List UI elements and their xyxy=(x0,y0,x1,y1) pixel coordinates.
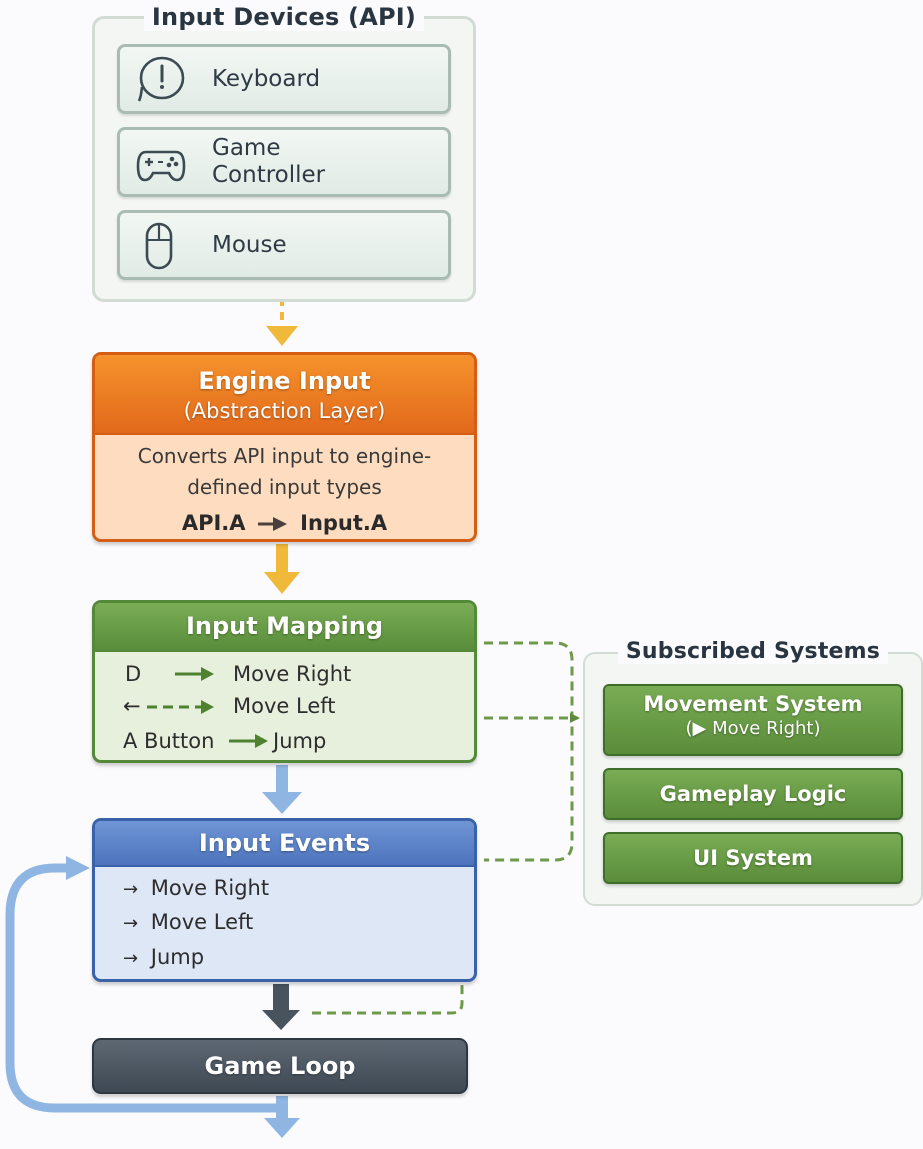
mapping-row-key: D xyxy=(125,662,142,686)
mapping-row-key: ← xyxy=(123,694,141,718)
engine-description-line2: defined input types xyxy=(187,475,382,499)
system-gameplay-logic: Gameplay Logic xyxy=(603,768,903,820)
system-label: UI System xyxy=(693,846,813,870)
event-bullet: → xyxy=(123,948,139,969)
system-ui: UI System xyxy=(603,832,903,884)
mapping-row-key: A Button xyxy=(123,729,215,753)
engine-input-box: Engine Input (Abstraction Layer) Convert… xyxy=(92,352,477,542)
event-label: Jump xyxy=(150,945,205,969)
input-devices-title: Input Devices (API) xyxy=(143,3,425,31)
event-item: → Move Right xyxy=(123,876,269,900)
mouse-icon xyxy=(145,222,173,270)
event-bullet: → xyxy=(123,879,139,900)
engine-description-line1: Converts API input to engine- xyxy=(137,444,432,468)
keyboard-key-icon xyxy=(137,56,185,102)
dashed-loop-connector xyxy=(312,985,464,1015)
dashed-arrow-icon xyxy=(147,700,214,714)
subscribed-systems-title: Subscribed Systems xyxy=(617,639,889,664)
input-mapping-box: Input Mapping D Move Right ← Move Left A… xyxy=(92,600,477,763)
arrowhead-engine-to-mapping xyxy=(264,572,300,594)
engine-input-subtitle: (Abstraction Layer) xyxy=(183,399,386,423)
game-loop-box: Game Loop xyxy=(92,1038,468,1094)
arrowhead-loop-down xyxy=(264,1118,300,1138)
arrow-engine-to-mapping xyxy=(276,544,288,574)
arrow-events-to-loop xyxy=(273,984,289,1012)
solid-arrow-icon xyxy=(175,667,214,681)
event-item: → Jump xyxy=(123,945,204,969)
mapping-row-action: Jump xyxy=(273,729,327,753)
subscribed-systems-group: Subscribed Systems Movement System (▶ Mo… xyxy=(583,639,923,906)
mapping-row-action: Move Right xyxy=(233,662,352,686)
system-movement: Movement System (▶ Move Right) xyxy=(603,684,903,756)
engine-mapping-to: Input.A xyxy=(300,511,388,535)
input-events-title: Input Events xyxy=(95,821,474,867)
engine-mapping-from: API.A xyxy=(181,511,246,535)
device-label: Mouse xyxy=(212,231,287,258)
device-label: Game Controller xyxy=(212,135,326,188)
device-keyboard: Keyboard xyxy=(117,44,451,114)
event-label: Move Left xyxy=(150,910,254,934)
game-loop-title: Game Loop xyxy=(204,1052,356,1080)
gamepad-icon xyxy=(136,150,186,182)
mapping-row-action: Move Left xyxy=(233,694,336,718)
arrow-mapping-to-events xyxy=(276,765,288,793)
device-label: Keyboard xyxy=(212,65,321,92)
system-label: Movement System xyxy=(643,692,863,716)
input-mapping-title: Input Mapping xyxy=(95,603,474,652)
system-label: Gameplay Logic xyxy=(659,782,847,806)
dashed-mapping-top xyxy=(484,641,574,862)
arrowhead-mapping-to-events xyxy=(262,792,302,814)
event-label: Move Right xyxy=(150,876,270,900)
feedback-loop-arrow xyxy=(5,863,287,1113)
system-sub-label: (▶ Move Right) xyxy=(685,718,821,739)
engine-input-title: Engine Input xyxy=(198,367,371,395)
device-game-controller: Game Controller xyxy=(117,127,451,197)
input-events-box: Input Events → Move Right → Move Left → … xyxy=(92,818,477,982)
device-mouse: Mouse xyxy=(117,210,451,280)
solid-arrow-icon xyxy=(229,734,268,748)
feedback-loop-arrowhead xyxy=(66,856,90,880)
arrowhead-events-to-loop xyxy=(262,1010,300,1030)
arrowhead-devices-to-engine xyxy=(266,326,298,346)
engine-mapping-example: API.A Input.A xyxy=(95,511,474,535)
input-devices-group: Input Devices (API) Keyboard Game Contro… xyxy=(92,3,476,302)
arrow-right-icon xyxy=(257,517,287,531)
event-bullet: → xyxy=(123,913,139,934)
event-item: → Move Left xyxy=(123,910,253,934)
